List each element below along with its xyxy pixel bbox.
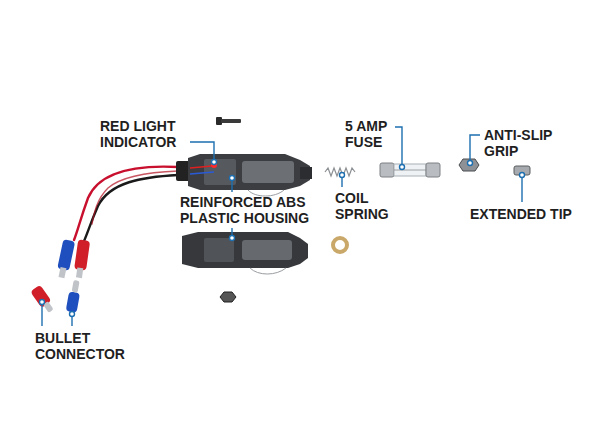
- part-label: ANTI-SLIP GRIP: [484, 127, 574, 159]
- anti-slip-grip-part: [459, 159, 479, 171]
- lower-housing: [182, 232, 308, 274]
- leader-lines: [42, 127, 522, 326]
- part-label: 5 AMP FUSE: [345, 118, 405, 150]
- bullet-connectors: [30, 279, 82, 314]
- female-connectors: [56, 239, 91, 279]
- part-label: COIL SPRING: [335, 190, 401, 222]
- washer: [333, 238, 347, 252]
- nut: [220, 292, 236, 302]
- fuse: [380, 163, 440, 177]
- part-label: EXTENDED TIP: [470, 206, 590, 222]
- part-label: RED LIGHT INDICATOR: [100, 118, 200, 150]
- part-label: REINFORCED ABS PLASTIC HOUSING: [180, 194, 330, 226]
- leader-dots: [40, 160, 525, 317]
- part-label: BULLET CONNECTOR: [35, 330, 139, 362]
- screw: [216, 117, 241, 125]
- cable: [74, 167, 178, 241]
- upper-housing: [176, 154, 312, 196]
